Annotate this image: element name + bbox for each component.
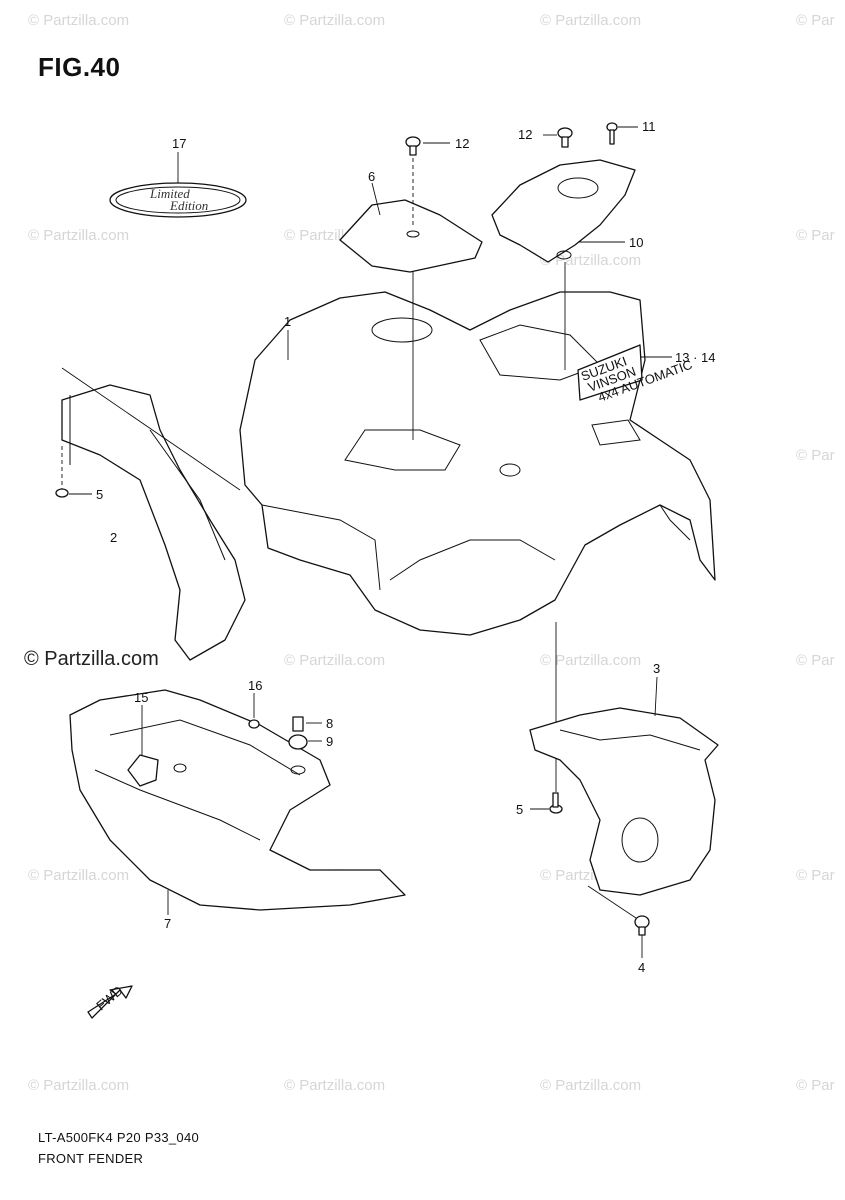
- part-12-screw-right[interactable]: [557, 127, 573, 148]
- watermark: © Partzilla.com: [540, 12, 641, 29]
- callout-3: 3: [653, 661, 660, 676]
- watermark: © Partzilla.com: [28, 227, 129, 244]
- copyright-watermark-large: © Partzilla.com: [24, 648, 159, 670]
- callout-17: 17: [172, 136, 186, 151]
- callout-8: 8: [326, 716, 333, 731]
- part-11-screw[interactable]: [606, 122, 618, 145]
- callout-4: 4: [638, 960, 645, 975]
- figure-title: FIG.40: [38, 52, 121, 82]
- part-10-upper-cover[interactable]: [491, 159, 636, 263]
- part-5-bolt-right[interactable]: [549, 792, 563, 814]
- watermark: © Par: [796, 447, 835, 464]
- callout-16: 16: [248, 678, 262, 693]
- watermark: © Partzilla.com: [28, 12, 129, 29]
- watermark: © Partzilla.com: [284, 12, 385, 29]
- part-15-clip[interactable]: [127, 754, 159, 787]
- watermark: © Partzilla.com: [28, 867, 129, 884]
- callout-6: 6: [368, 169, 375, 184]
- part-4-fastener[interactable]: [634, 915, 650, 936]
- part-3-mud-guard-right[interactable]: [529, 707, 719, 896]
- callout-12-right: 12: [518, 127, 532, 142]
- callout-7: 7: [164, 916, 171, 931]
- figure-code: LT-A500FK4 P20 P33_040: [38, 1130, 200, 1145]
- fwd-label: FWD: [93, 983, 125, 1014]
- watermark: © Par: [796, 652, 835, 669]
- watermark: © Par: [796, 12, 835, 29]
- callout-labels: 17 6 12 12 11 10 1 13 · 14 5 2 3 16 15 8…: [96, 119, 715, 975]
- part-6-cover-plate[interactable]: [339, 199, 483, 273]
- callout-1: 1: [284, 314, 291, 329]
- emblem-line-1: Limited: [149, 186, 190, 201]
- emblem-line-2: Edition: [169, 198, 208, 213]
- forward-direction-arrow: FWD: [87, 983, 133, 1019]
- part-1-front-fender[interactable]: [239, 291, 716, 636]
- watermark: © Par: [796, 867, 835, 884]
- watermark: © Partzilla.com: [540, 652, 641, 669]
- callout-13-14: 13 · 14: [675, 350, 715, 365]
- part-9-cushion[interactable]: [288, 734, 308, 750]
- part-2-mud-guard-left[interactable]: [61, 384, 246, 661]
- part-8-collar[interactable]: [292, 716, 304, 732]
- callout-15: 15: [134, 690, 148, 705]
- figure-name: FRONT FENDER: [38, 1151, 144, 1166]
- watermark: © Partzilla.com: [28, 1077, 129, 1094]
- callout-10: 10: [629, 235, 643, 250]
- callout-5-left: 5: [96, 487, 103, 502]
- callout-12-left: 12: [455, 136, 469, 151]
- watermark: © Par: [796, 227, 835, 244]
- callout-2: 2: [110, 530, 117, 545]
- part-16-nut[interactable]: [248, 719, 260, 729]
- watermark: © Partzilla.com: [540, 1077, 641, 1094]
- callout-5-right: 5: [516, 802, 523, 817]
- callout-9: 9: [326, 734, 333, 749]
- part-5-bolt-left[interactable]: [55, 488, 69, 498]
- watermark: © Partzilla.com: [284, 1077, 385, 1094]
- part-17-emblem[interactable]: Limited Edition: [109, 182, 247, 218]
- watermark: © Par: [796, 1077, 835, 1094]
- watermark: © Partzilla.com: [284, 652, 385, 669]
- part-7-front-guard[interactable]: [69, 689, 406, 911]
- part-12-screw-left[interactable]: [405, 136, 421, 156]
- callout-11: 11: [642, 119, 656, 134]
